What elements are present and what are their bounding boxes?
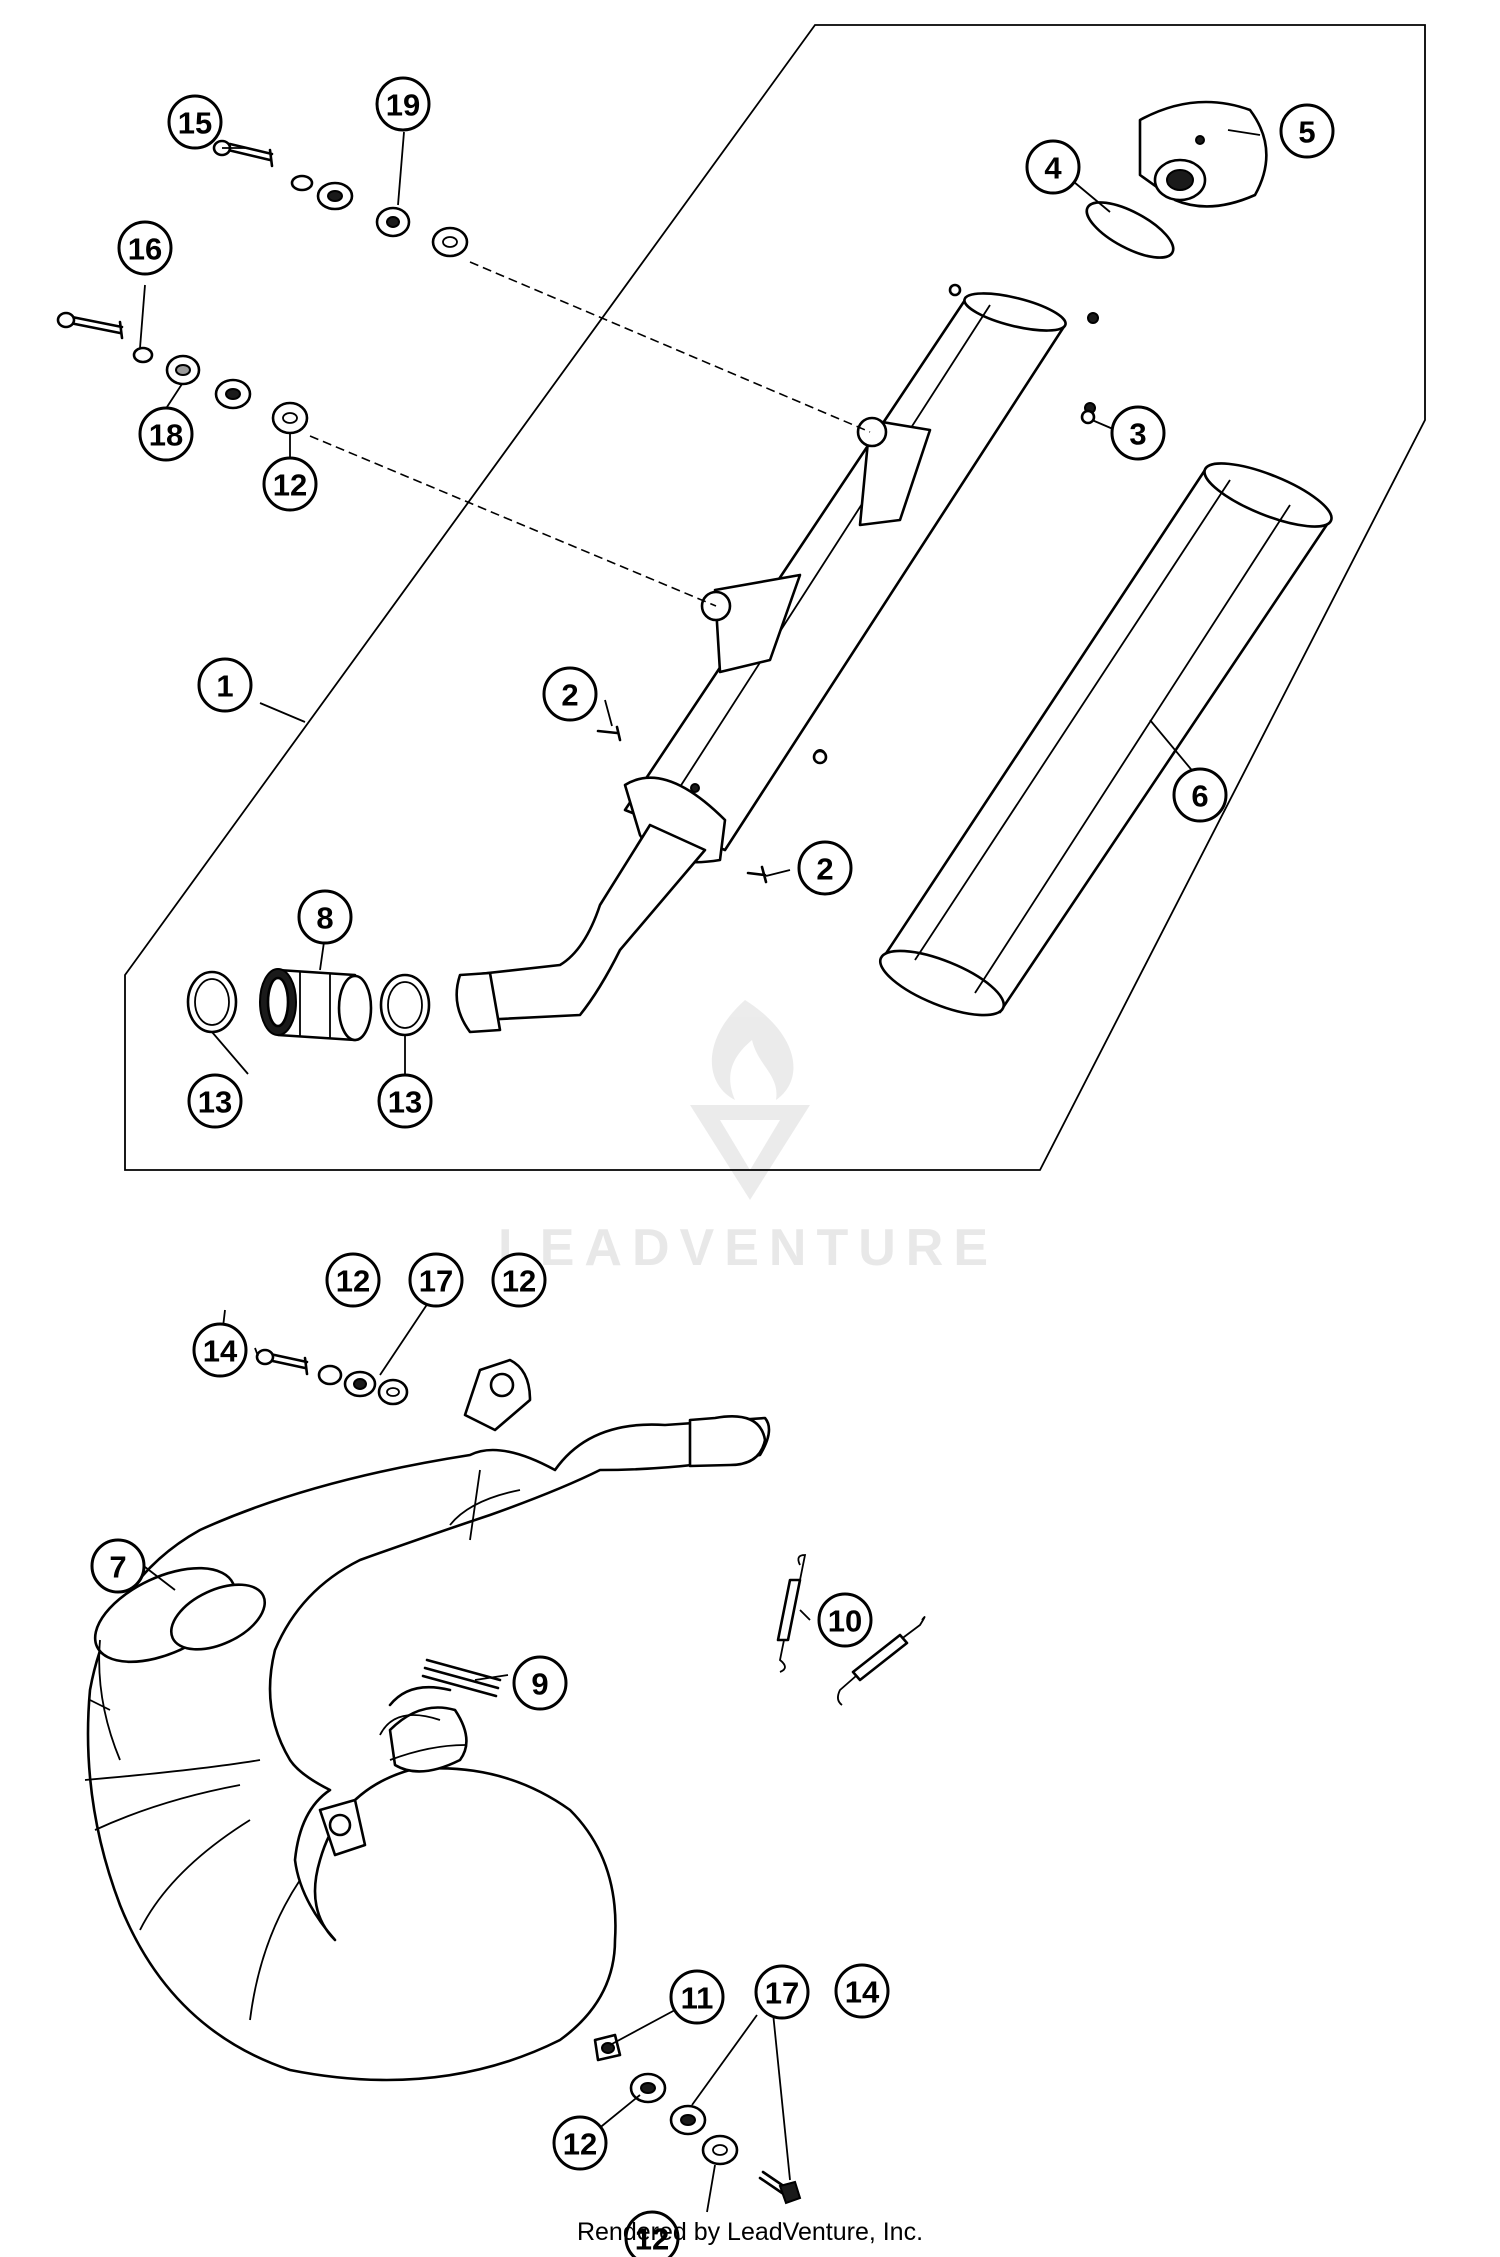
watermark-text: LEADVENTURE [498,1219,998,1277]
callout-5: 5 [1279,103,1335,159]
silencer-nuts [812,283,1096,765]
svg-text:11: 11 [681,1981,714,2016]
silencer-rivets [596,725,768,884]
silencer-body [455,292,1099,1034]
callout-19: 19 [375,76,431,132]
chamber-mounting-hardware-upper [255,1348,409,1406]
silencer-packing-tube [878,462,1333,1017]
svg-text:19: 19 [386,88,420,123]
svg-text:3: 3 [1129,417,1146,452]
leadventure-watermark: LEADVENTURE [498,1000,998,1277]
svg-text:14: 14 [845,1975,880,2010]
rendered-by-credit: Rendered by LeadVenture, Inc. [576,2218,924,2246]
callout-13-right: 13 [377,1073,433,1129]
callout-11: 11 [669,1969,725,2025]
svg-text:12: 12 [336,1264,370,1299]
callout-15: 15 [167,94,223,150]
silencer-mounting-hardware [56,139,469,435]
exhaust-flange-seals [388,1658,502,1707]
callout-6: 6 [1172,767,1228,823]
svg-text:13: 13 [198,1085,232,1120]
callout-9: 9 [512,1655,568,1711]
svg-text:8: 8 [316,901,333,936]
svg-text:6: 6 [1191,779,1208,814]
svg-text:2: 2 [816,852,833,887]
svg-text:10: 10 [828,1604,862,1639]
svg-text:18: 18 [149,418,183,453]
svg-text:16: 16 [128,232,162,267]
silencer-assembly-frame [124,24,1426,1171]
svg-text:15: 15 [178,106,212,141]
callout-17-lower: 17 [754,1964,810,2020]
svg-text:2: 2 [561,678,578,713]
callout-12-upper-right: 12 [491,1252,547,1308]
alignment-line-upper [469,261,871,433]
end-cap-o-ring [1085,201,1175,259]
svg-text:1: 1 [216,669,233,704]
svg-text:13: 13 [388,1085,422,1120]
callout-12-lower-left: 12 [552,2115,608,2171]
silencer-end-cap [1138,100,1268,208]
callout-12-silencer: 12 [262,456,318,512]
svg-text:5: 5 [1298,115,1315,150]
callout-3: 3 [1110,405,1166,461]
callout-17-upper: 17 [408,1252,464,1308]
svg-text:17: 17 [765,1976,799,2011]
svg-text:4: 4 [1044,151,1062,186]
svg-text:9: 9 [531,1667,548,1702]
callout-13-left: 13 [187,1073,243,1129]
leader-lines [139,129,1261,2213]
callout-10: 10 [817,1592,873,1648]
callout-1: 1 [197,657,253,713]
callout-14-upper: 14 [192,1322,248,1378]
svg-text:12: 12 [635,2222,669,2257]
exhaust-springs [776,1554,926,1706]
callout-2-upper: 2 [542,666,598,722]
connector-sleeve [259,968,373,1042]
callout-12-upper-left: 12 [325,1252,381,1308]
callout-8: 8 [297,889,353,945]
svg-text:14: 14 [203,1334,238,1369]
connector-gaskets [186,970,431,1037]
chamber-mounting-hardware-lower [593,2033,802,2205]
svg-text:7: 7 [109,1550,126,1585]
svg-text:12: 12 [563,2127,597,2162]
callout-2-lower: 2 [797,840,853,896]
callout-12-lower-right: 12 [624,2210,680,2257]
callout-7: 7 [90,1538,146,1594]
callout-14-lower: 14 [834,1963,890,2019]
alignment-line-lower [309,435,717,607]
svg-text:12: 12 [273,468,307,503]
svg-text:17: 17 [419,1264,453,1299]
callout-4: 4 [1025,139,1081,195]
callout-16: 16 [117,220,173,276]
svg-text:12: 12 [502,1264,536,1299]
expansion-chamber [84,1358,771,2082]
callout-18: 18 [138,406,194,462]
